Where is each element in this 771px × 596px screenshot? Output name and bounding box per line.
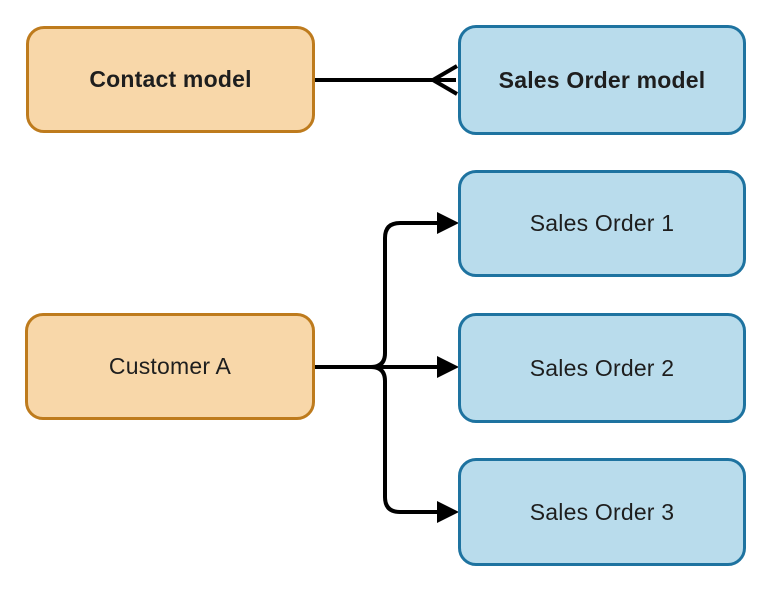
edge-contact-to-sales-order-model — [315, 64, 459, 96]
node-customer-a-label: Customer A — [108, 353, 232, 379]
arrowhead-icon — [437, 212, 459, 234]
node-sales-order-1-label: Sales Order 1 — [529, 210, 675, 236]
node-sales-order-model-label: Sales Order model — [498, 66, 706, 93]
edge-customer-to-sales-order-1 — [315, 212, 459, 369]
crows-foot-icon — [431, 64, 459, 96]
node-customer-a: Customer A — [25, 313, 315, 420]
node-contact-model-label: Contact model — [89, 66, 252, 92]
node-contact-model: Contact model — [26, 26, 315, 133]
node-sales-order-model: Sales Order model — [458, 25, 746, 135]
node-sales-order-2: Sales Order 2 — [458, 313, 746, 423]
node-sales-order-2-label: Sales Order 2 — [529, 354, 675, 381]
arrowhead-icon — [437, 501, 459, 523]
node-sales-order-3-label: Sales Order 3 — [529, 498, 675, 525]
arrowhead-icon — [437, 356, 459, 378]
node-sales-order-1: Sales Order 1 — [458, 170, 746, 277]
edge-customer-to-sales-order-2 — [315, 356, 459, 378]
node-sales-order-3: Sales Order 3 — [458, 458, 746, 566]
edge-customer-to-sales-order-3 — [315, 365, 459, 523]
